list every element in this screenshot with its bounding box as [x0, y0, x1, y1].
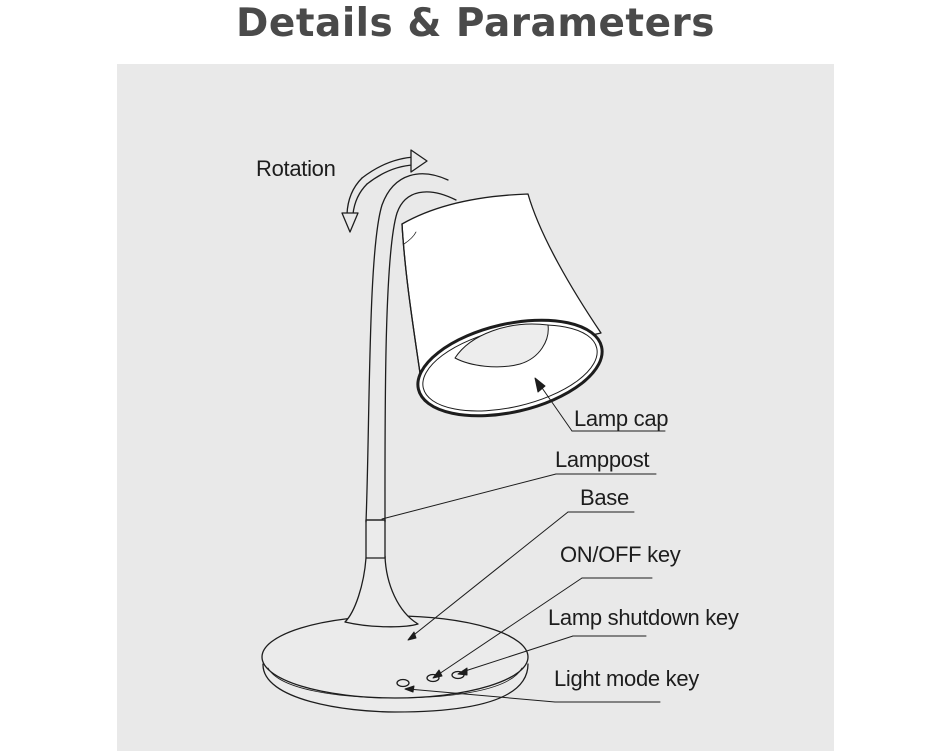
- lamppost: [365, 173, 457, 523]
- label-light-mode-key: Light mode key: [554, 666, 699, 691]
- light-mode-key-icon: [396, 678, 410, 688]
- lamp-neck: [344, 519, 419, 628]
- rotation-arrow-icon: [341, 149, 428, 233]
- on-off-key-icon: [426, 673, 440, 683]
- label-base: Base: [580, 485, 629, 510]
- label-lamppost: Lamppost: [555, 447, 650, 472]
- page-title: Details & Parameters: [236, 1, 715, 46]
- leader-lines: [381, 377, 666, 703]
- lamp-cap: [401, 193, 604, 418]
- label-lamp-shutdown-key: Lamp shutdown key: [548, 605, 739, 630]
- label-lamp-cap: Lamp cap: [574, 406, 669, 431]
- label-rotation: Rotation: [256, 156, 336, 181]
- label-on-off-key: ON/OFF key: [560, 542, 681, 567]
